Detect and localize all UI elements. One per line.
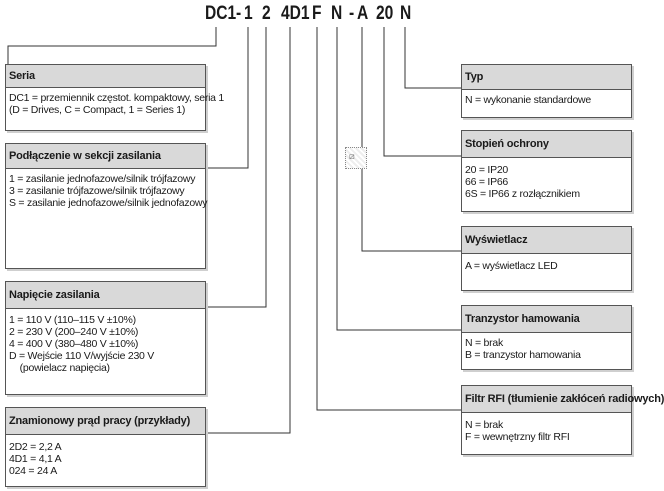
code-voltage: 2 xyxy=(262,3,271,24)
box-seria-line: DC1 = przemiennik częstot. kompaktowy, s… xyxy=(9,92,225,104)
connector-filtr xyxy=(316,27,461,411)
box-stopien-line: 6S = IP66 z rozłącznikiem xyxy=(465,188,580,200)
code-dash-1: - xyxy=(236,3,242,24)
box-napiecie-title: Napięcie zasilania xyxy=(6,282,205,309)
box-seria: Seria DC1 = przemiennik częstot. kompakt… xyxy=(5,64,225,131)
box-wyswietlacz: Wyświetlacz A = wyświetlacz LED xyxy=(461,226,632,291)
box-napiecie-line: D = Wejście 110 V/wyjście 230 V xyxy=(9,350,155,362)
box-podlaczenie-line: 1 = zasilanie jednofazowe/silnik trójfaz… xyxy=(9,173,196,185)
box-stopien-line: 20 = IP20 xyxy=(465,164,508,176)
box-prad-body: 2D2 = 2,2 A 4D1 = 4,1 A 024 = 24 A xyxy=(6,435,205,477)
box-podlaczenie-line: S = zasilanie jednofazowe/silnik jednofa… xyxy=(9,197,208,209)
box-podlaczenie-body: 1 = zasilanie jednofazowe/silnik trójfaz… xyxy=(6,169,208,209)
box-tranzystor-line: B = tranzystor hamowania xyxy=(465,349,581,361)
connector-prad xyxy=(204,27,291,434)
box-stopien: Stopień ochrony 20 = IP20 66 = IP66 6S =… xyxy=(461,130,632,212)
box-prad-line: 4D1 = 4,1 A xyxy=(9,453,62,465)
code-protection: 20 xyxy=(376,3,394,24)
box-napiecie-line: (powielacz napięcia) xyxy=(9,362,110,374)
box-typ-line: N = wykonanie standardowe xyxy=(465,94,591,106)
code-dash-2: - xyxy=(349,3,355,24)
code-supply: 1 xyxy=(244,3,253,24)
box-prad-line: 2D2 = 2,2 A xyxy=(9,441,62,453)
box-wyswietlacz-line: A = wyświetlacz LED xyxy=(465,260,558,272)
box-tranzystor-title: Tranzystor hamowania xyxy=(462,306,631,333)
connector-seria xyxy=(7,27,217,64)
connector-wyswietlacz xyxy=(361,27,461,252)
box-seria-line: (D = Drives, C = Compact, 1 = Series 1) xyxy=(9,104,186,116)
connector-podlaczenie xyxy=(204,27,249,169)
box-prad: Znamionowy prąd pracy (przykłady) 2D2 = … xyxy=(5,407,206,487)
connector-lines xyxy=(7,27,461,434)
box-napiecie-line: 1 = 110 V (110–115 V ±10%) xyxy=(9,314,136,326)
box-seria-body: DC1 = przemiennik częstot. kompaktowy, s… xyxy=(6,88,225,116)
box-seria-title: Seria xyxy=(6,65,205,88)
box-filtr-body: N = brak F = wewnętrzny filtr RFI xyxy=(462,413,631,443)
box-typ-title: Typ xyxy=(462,65,631,90)
connector-stopien xyxy=(383,27,461,157)
box-filtr-line: N = brak xyxy=(465,419,503,431)
box-napiecie: Napięcie zasilania 1 = 110 V (110–115 V … xyxy=(5,281,206,395)
box-stopien-body: 20 = IP20 66 = IP66 6S = IP66 z rozłączn… xyxy=(462,158,631,200)
code-type: N xyxy=(400,3,412,24)
box-filtr-line: F = wewnętrzny filtr RFI xyxy=(465,431,570,443)
box-napiecie-line: 2 = 230 V (200–240 V ±10%) xyxy=(9,326,139,338)
code-display: A xyxy=(357,3,369,24)
box-typ-body: N = wykonanie standardowe xyxy=(462,90,631,106)
code-rfi: F xyxy=(312,3,322,24)
box-tranzystor: Tranzystor hamowania N = brak B = tranzy… xyxy=(461,305,632,370)
box-prad-title: Znamionowy prąd pracy (przykłady) xyxy=(6,408,205,435)
box-tranzystor-body: N = brak B = tranzystor hamowania xyxy=(462,333,631,361)
connector-napiecie xyxy=(204,27,267,308)
box-podlaczenie: Podłączenie w sekcji zasilania 1 = zasil… xyxy=(5,143,208,269)
code-brake: N xyxy=(331,3,343,24)
box-napiecie-body: 1 = 110 V (110–115 V ±10%) 2 = 230 V (20… xyxy=(6,309,205,374)
box-stopien-title: Stopień ochrony xyxy=(462,131,631,158)
box-prad-line: 024 = 24 A xyxy=(9,465,58,477)
box-tranzystor-line: N = brak xyxy=(465,337,503,349)
connector-typ xyxy=(404,27,461,89)
code-series: DC1 xyxy=(205,3,237,24)
box-filtr-title: Filtr RFI (tłumienie zakłóceń radiowych) xyxy=(462,386,664,413)
box-filtr: Filtr RFI (tłumienie zakłóceń radiowych)… xyxy=(461,385,664,455)
box-napiecie-line: 4 = 400 V (380–480 V ±10%) xyxy=(9,338,139,350)
connector-tranzystor xyxy=(336,27,461,331)
box-wyswietlacz-title: Wyświetlacz xyxy=(462,227,631,254)
code-current: 4D1 xyxy=(281,3,310,24)
box-wyswietlacz-body: A = wyświetlacz LED xyxy=(462,254,631,272)
image-placeholder-icon: ⧄ xyxy=(345,147,367,169)
box-podlaczenie-line: 3 = zasilanie trójfazowe/silnik trójfazo… xyxy=(9,185,185,197)
box-stopien-line: 66 = IP66 xyxy=(465,176,508,188)
box-podlaczenie-title: Podłączenie w sekcji zasilania xyxy=(6,144,205,169)
box-typ: Typ N = wykonanie standardowe xyxy=(461,64,632,118)
